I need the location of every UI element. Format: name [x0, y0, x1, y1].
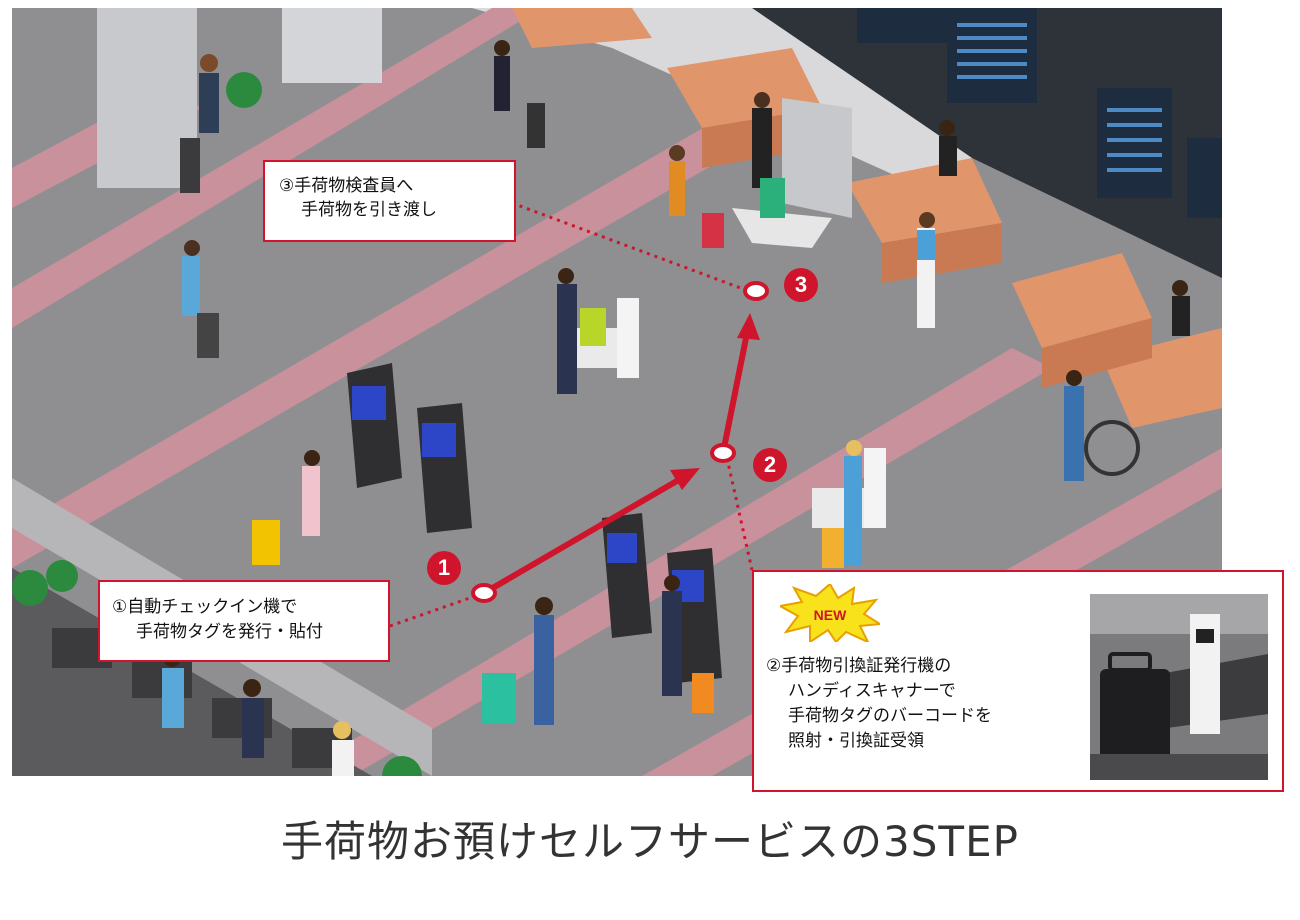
baggage-claim-machine-photo [1090, 594, 1268, 780]
step-2-text: ②手荷物引換証発行機の ハンディスキャナーで 手荷物タグのバーコードを 照射・引… [766, 654, 992, 754]
step-2-line-3: 手荷物タグのバーコードを [788, 706, 992, 726]
step-2-line-2: ハンディスキャナーで [788, 681, 956, 701]
step-3-line-2: 手荷物を引き渡し [301, 200, 437, 220]
step-2-marker: 2 [753, 448, 787, 482]
machine-photo-illustration [1090, 594, 1268, 780]
caption-title: 手荷物お預けセルフサービスの3STEP [281, 817, 1019, 866]
step-2-line-1: ②手荷物引換証発行機の [766, 656, 952, 676]
route-path [389, 201, 769, 628]
step-2-line-4: 照射・引換証受領 [788, 731, 924, 751]
step-2-callout: NEW ②手荷物引換証発行機の ハンディスキャナーで 手荷物タグのバーコードを … [752, 570, 1284, 792]
step-1-marker: 1 [427, 551, 461, 585]
step-1-line-1: ①自動チェックイン機で [112, 597, 298, 617]
new-starburst-badge: NEW [780, 584, 880, 642]
step-1-callout: ①自動チェックイン機で 手荷物タグを発行・貼付 [98, 580, 390, 662]
step-3-line-1: ③手荷物検査員へ [279, 176, 414, 196]
new-badge-text: NEW [814, 607, 847, 623]
step-1-line-2: 手荷物タグを発行・貼付 [136, 622, 323, 642]
step-3-marker: 3 [784, 268, 818, 302]
person-figure [180, 54, 219, 193]
step-3-callout: ③手荷物検査員へ 手荷物を引き渡し [263, 160, 516, 242]
